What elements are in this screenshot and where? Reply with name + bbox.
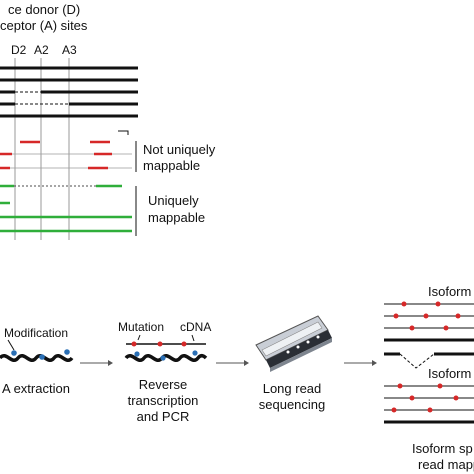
arrow-3-head	[372, 360, 377, 366]
isoform-a-intron	[399, 353, 435, 369]
isoform-a-mut-2	[435, 301, 441, 307]
label-isoform-specific-1: Isoform sp	[412, 441, 473, 456]
label-long-read-1: Long read	[263, 381, 322, 396]
label-rt-1: Reverse	[139, 377, 187, 392]
template-mod-dot-2	[160, 355, 166, 361]
cdna-pointer	[191, 334, 195, 342]
isoform-b-mut-6	[427, 407, 433, 413]
label-uniquely-2: mappable	[148, 210, 205, 225]
modification-dot-2	[39, 354, 45, 360]
mutation-dot-1	[131, 341, 137, 347]
label-uniquely-1: Uniquely	[148, 193, 199, 208]
isoform-structures	[0, 66, 138, 118]
isoform-b-mut-3	[409, 395, 415, 401]
template-mod-dot-3	[192, 350, 198, 356]
label-extraction: A extraction	[2, 381, 70, 396]
label-isoform-a: Isoform	[428, 284, 471, 299]
sequencer-body	[266, 330, 332, 368]
template-mod-dot-1	[134, 351, 140, 357]
sequencer-pore-2	[296, 345, 300, 349]
modification-dot-1	[11, 350, 17, 356]
sequencer-lid-glass	[261, 321, 323, 357]
label-not-uniquely-2: mappable	[143, 158, 200, 173]
ambiguous-reads	[0, 130, 132, 170]
rna-strand	[0, 354, 74, 362]
mutation-dot-2	[157, 341, 163, 347]
modification-pointer	[7, 339, 15, 351]
isoform-a-reads	[384, 301, 474, 369]
label-isoform-specific-2: read mapp	[418, 457, 474, 472]
isoform-a-mut-5	[455, 313, 461, 319]
sequencer-pore-1	[286, 350, 290, 354]
modification-dot-3	[64, 349, 70, 355]
isoform-a-mut-4	[423, 313, 429, 319]
isoform-a-mut-6	[409, 325, 415, 331]
isoform-a-mut-3	[393, 313, 399, 319]
label-cdna: cDNA	[180, 320, 211, 334]
label-not-uniquely-1: Not uniquely	[143, 142, 216, 157]
isoform-b-mut-4	[453, 395, 459, 401]
isoform-b-mut-1	[397, 383, 403, 389]
isoform-a-mut-1	[401, 301, 407, 307]
label-mutation: Mutation	[118, 320, 164, 334]
site-label-a3: A3	[62, 43, 77, 57]
mutation-pointer	[137, 334, 141, 341]
label-rt-3: and PCR	[137, 409, 190, 424]
template-rna-strand	[124, 353, 208, 362]
isoform-b-mut-5	[391, 407, 397, 413]
unique-reads	[0, 184, 132, 233]
isoform-a-mut-7	[443, 325, 449, 331]
label-isoform-b: Isoform	[428, 366, 471, 381]
arrow-2-head	[244, 360, 249, 366]
arrow-1-head	[108, 360, 113, 366]
sequencer-device-icon	[255, 315, 332, 372]
header-line2: ceptor (A) sites	[0, 18, 88, 33]
read-bracket-mark	[118, 130, 129, 135]
mutation-dot-3	[181, 341, 187, 347]
isoform-b-reads	[384, 383, 474, 424]
sequencer-pore-4	[316, 335, 320, 339]
sequencer-base	[270, 338, 332, 372]
site-label-a2: A2	[34, 43, 49, 57]
label-long-read-2: sequencing	[259, 397, 326, 412]
sequencer-pore-3	[306, 340, 310, 344]
label-rt-2: transcription	[128, 393, 199, 408]
site-label-d2: D2	[11, 43, 27, 57]
isoform-b-mut-2	[437, 383, 443, 389]
label-modification: Modification	[4, 326, 68, 340]
header-line1: ce donor (D)	[8, 2, 80, 17]
